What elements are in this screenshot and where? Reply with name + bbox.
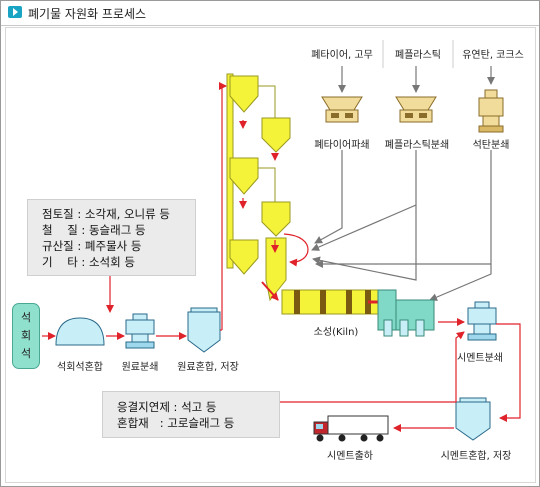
tire-crusher-label: 폐타이어파쇄 xyxy=(314,140,370,151)
limestone-box: 석회석 xyxy=(12,303,40,369)
raw-additives-note: 점토질 : 소각재, 오니류 등 철 질 : 동슬래그 등 규산질 : 폐주물사… xyxy=(27,199,196,276)
cement-crush-label: 시멘트분쇄 xyxy=(457,353,503,364)
title-bar: 폐기물 자원화 프로세스 xyxy=(1,1,539,26)
limestone-mix-dome-icon xyxy=(55,317,105,346)
cement-note-line: 혼합재 : 고로슬래그 등 xyxy=(117,416,235,430)
plastic-crusher-icon xyxy=(395,96,437,123)
raw-mill-icon xyxy=(125,313,155,349)
plastic-fuel-line-2 xyxy=(312,205,417,281)
additives-arrow xyxy=(280,331,465,403)
coal-mill-icon xyxy=(478,89,504,133)
raw-note-line: 점토질 : 소각재, 오니류 등 xyxy=(42,207,170,221)
page-title: 폐기물 자원화 프로세스 xyxy=(28,7,147,21)
clinker-cooler-icon xyxy=(377,289,435,337)
raw-silo-icon xyxy=(187,307,221,353)
play-icon xyxy=(8,6,22,18)
cement-additives-note: 응결지연제 : 석고 등 혼합재 : 고로슬래그 등 xyxy=(102,391,280,438)
tire-crusher-icon xyxy=(321,96,363,123)
plastic-fuel-line-1 xyxy=(311,150,417,251)
truck-icon xyxy=(313,415,389,442)
cement-mix-label: 시멘트혼합, 저장 xyxy=(440,451,512,462)
shipping-label: 시멘트출하 xyxy=(327,451,373,462)
coal-mill-label: 석탄분쇄 xyxy=(472,140,510,151)
limestone-label: 석회석 xyxy=(20,311,32,360)
cement-silo-icon xyxy=(455,397,491,441)
raw-crush-label: 원료분쇄 xyxy=(121,362,159,373)
plastic-crusher-label: 폐플라스틱분쇄 xyxy=(384,140,450,151)
raw-note-line: 기 타 : 소석회 등 xyxy=(42,255,135,269)
tire-fuel-line xyxy=(314,150,343,244)
limestone-mix-label: 석회석혼합 xyxy=(57,362,103,373)
diagram-area xyxy=(5,27,536,483)
input-label-coke: 유연탄, 코크스 xyxy=(462,50,524,61)
preheater-tower xyxy=(226,73,309,302)
input-label-tire: 폐타이어, 고무 xyxy=(311,50,373,61)
cement-mill-icon xyxy=(467,301,497,341)
raw-note-line: 철 질 : 동슬래그 등 xyxy=(42,223,146,237)
kiln-label: 소성(Kiln) xyxy=(313,327,359,338)
raw-feed-line xyxy=(219,82,227,330)
raw-note-line: 규산질 : 폐주물사 등 xyxy=(42,239,142,253)
coal-fuel-line-2 xyxy=(429,264,492,301)
raw-mix-label: 원료혼합, 저장 xyxy=(177,362,239,373)
cement-mill-to-silo-line xyxy=(496,323,521,422)
input-label-plastic: 폐플라스틱 xyxy=(395,50,441,61)
cement-note-line: 응결지연제 : 석고 등 xyxy=(117,400,217,414)
